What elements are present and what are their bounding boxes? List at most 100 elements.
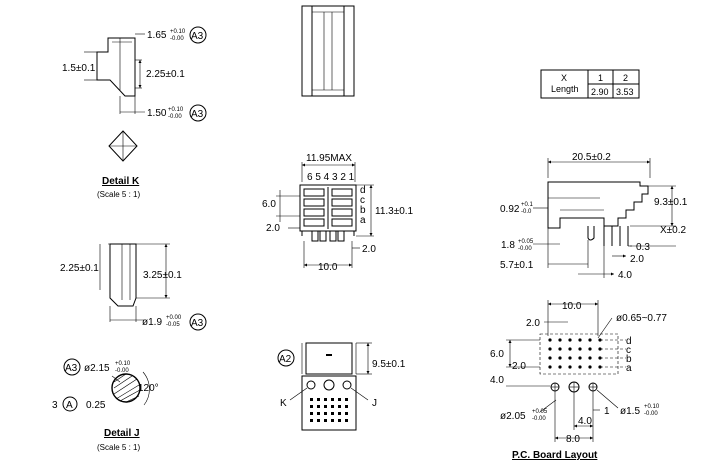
pin-dim-dia-tol-upper: +0.00 — [166, 315, 182, 321]
table-col2: 2 — [623, 73, 628, 83]
front-contact — [303, 218, 325, 227]
pcb-hole — [588, 356, 592, 360]
bottom-pin — [317, 405, 320, 408]
bottom-pin — [331, 398, 334, 401]
pcb-dim-20a: 2.0 — [526, 318, 540, 329]
table-col1: 1 — [598, 73, 603, 83]
front-contact — [331, 198, 353, 207]
table-val2: 3.53 — [616, 87, 634, 97]
pcb-065-leader — [597, 317, 613, 339]
table-header-length: Length — [551, 84, 579, 94]
bottom-pin — [338, 419, 341, 422]
bottom-pin-grid — [310, 398, 348, 422]
detail-k-caption: Detail K — [102, 176, 140, 187]
pcb-dim-1: 1 — [604, 406, 610, 417]
bottom-label-j: J — [372, 398, 377, 409]
detail-k-scale: (Scale 5 : 1) — [97, 190, 140, 199]
pcb-dim-065: ø0.65~0.77 — [616, 313, 667, 324]
pcb-dim-100: 10.0 — [562, 301, 582, 312]
bottom-pin — [324, 412, 327, 415]
pcb-hole — [548, 347, 552, 351]
pcb-dim-15-tol-upper: +0.10 — [644, 404, 660, 410]
detail-j-ref-a-circle — [62, 396, 78, 412]
detail-k-dim-bottom: 1.50 — [147, 108, 167, 119]
side-view: 20.5±0.2 0.92 +0.1 -0.0 9.3±0.1 X±0.2 1.… — [500, 152, 688, 281]
side-dim-93: 9.3±0.1 — [654, 197, 688, 208]
bottom-pin — [324, 398, 327, 401]
side-dim-40: 4.0 — [618, 270, 632, 281]
pcb-row-c: c — [626, 345, 631, 356]
pcb-dim-40a: 4.0 — [490, 375, 504, 386]
detail-k-dim-top-ref: A3 — [191, 31, 204, 42]
detail-j-dim-dia: ø2.15 — [84, 363, 110, 374]
bottom-pin — [324, 419, 327, 422]
bottom-pin — [345, 405, 348, 408]
front-contact — [331, 188, 353, 197]
pcb-row-b: b — [626, 354, 632, 365]
bottom-pin — [338, 398, 341, 401]
side-dim-092-tol-upper: +0.1 — [521, 202, 534, 208]
front-pin — [337, 230, 345, 242]
bottom-pin — [345, 419, 348, 422]
pin-dim-left: 2.25±0.1 — [60, 263, 99, 274]
front-contact — [303, 208, 325, 217]
side-dim-x: X±0.2 — [660, 225, 686, 236]
front-dim-6: 6.0 — [262, 199, 276, 210]
pcb-hole — [578, 365, 582, 369]
bottom-pin — [338, 412, 341, 415]
pcb-dim-205-tol-upper: +0.05 — [532, 409, 548, 415]
pcb-row-d: d — [626, 336, 632, 347]
bottom-pin — [310, 405, 313, 408]
front-contact — [331, 208, 353, 217]
front-row-c: c — [360, 195, 365, 206]
bottom-peg-left — [306, 380, 316, 390]
bottom-pin — [317, 398, 320, 401]
front-pin — [319, 230, 327, 242]
front-dim-max: 11.95MAX — [306, 153, 352, 164]
detail-k-dim-top-tol-upper: +0.10 — [170, 29, 186, 35]
detail-k-dim-bottom-tol-lower: -0.00 — [168, 114, 182, 120]
side-dim-18-tol-lower: -0.00 — [518, 246, 532, 252]
bottom-pin — [345, 398, 348, 401]
pcb-caption: P.C. Board Layout — [512, 450, 598, 461]
side-dim-20: 2.0 — [630, 254, 644, 265]
pcb-hole — [548, 338, 552, 342]
detail-k-dim-bottom-ref: A3 — [191, 109, 204, 120]
side-body-outline — [547, 181, 649, 229]
pcb-hole — [588, 347, 592, 351]
bottom-pin — [317, 419, 320, 422]
front-cols-right: 3 2 1 — [332, 172, 355, 183]
pcb-dim-60: 6.0 — [490, 349, 504, 360]
detail-j-scale: (Scale 5 : 1) — [97, 443, 140, 452]
pcb-hole — [588, 338, 592, 342]
pcb-hole — [558, 338, 562, 342]
pcb-layout: 10.0 2.0 ø0.65~0.77 d c b a 6.0 2.0 4.0 — [490, 300, 667, 461]
detail-j-ref-a3-circle — [63, 358, 81, 376]
bottom-k-leader — [289, 387, 308, 401]
bottom-peg-center — [323, 379, 335, 391]
front-dim-2a: 2.0 — [266, 223, 280, 234]
detail-k-dim-bottom-tol-upper: +0.10 — [168, 107, 184, 113]
pcb-hole — [578, 356, 582, 360]
pcb-dim-205: ø2.05 — [500, 411, 526, 422]
bottom-view: A2 9.5±0.1 K J — [277, 342, 406, 431]
pcb-dim-40b: 4.0 — [578, 416, 592, 427]
bottom-pin — [310, 398, 313, 401]
front-view: 11.95MAX 6 5 4 3 2 1 6.0 d c b a — [262, 153, 414, 273]
pin-dim-dia-tol-lower: -0.05 — [166, 322, 180, 328]
front-dim-113: 11.3±0.1 — [375, 206, 414, 217]
front-contact — [303, 198, 325, 207]
bottom-mark — [326, 354, 332, 356]
side-peg — [587, 226, 595, 241]
pcb-hole — [558, 347, 562, 351]
bottom-label-k: K — [280, 398, 287, 409]
pcb-hole — [558, 356, 562, 360]
bottom-pin — [338, 405, 341, 408]
top-view — [301, 5, 355, 97]
detail-j: A3 ø2.15 +0.10 -0.00 120° 3 A 0.25 Detai… — [52, 358, 159, 452]
bottom-j-leader — [350, 387, 369, 401]
side-dim-18-tol-upper: +0.05 — [518, 239, 534, 245]
bottom-pin — [324, 405, 327, 408]
pcb-hole — [568, 338, 572, 342]
